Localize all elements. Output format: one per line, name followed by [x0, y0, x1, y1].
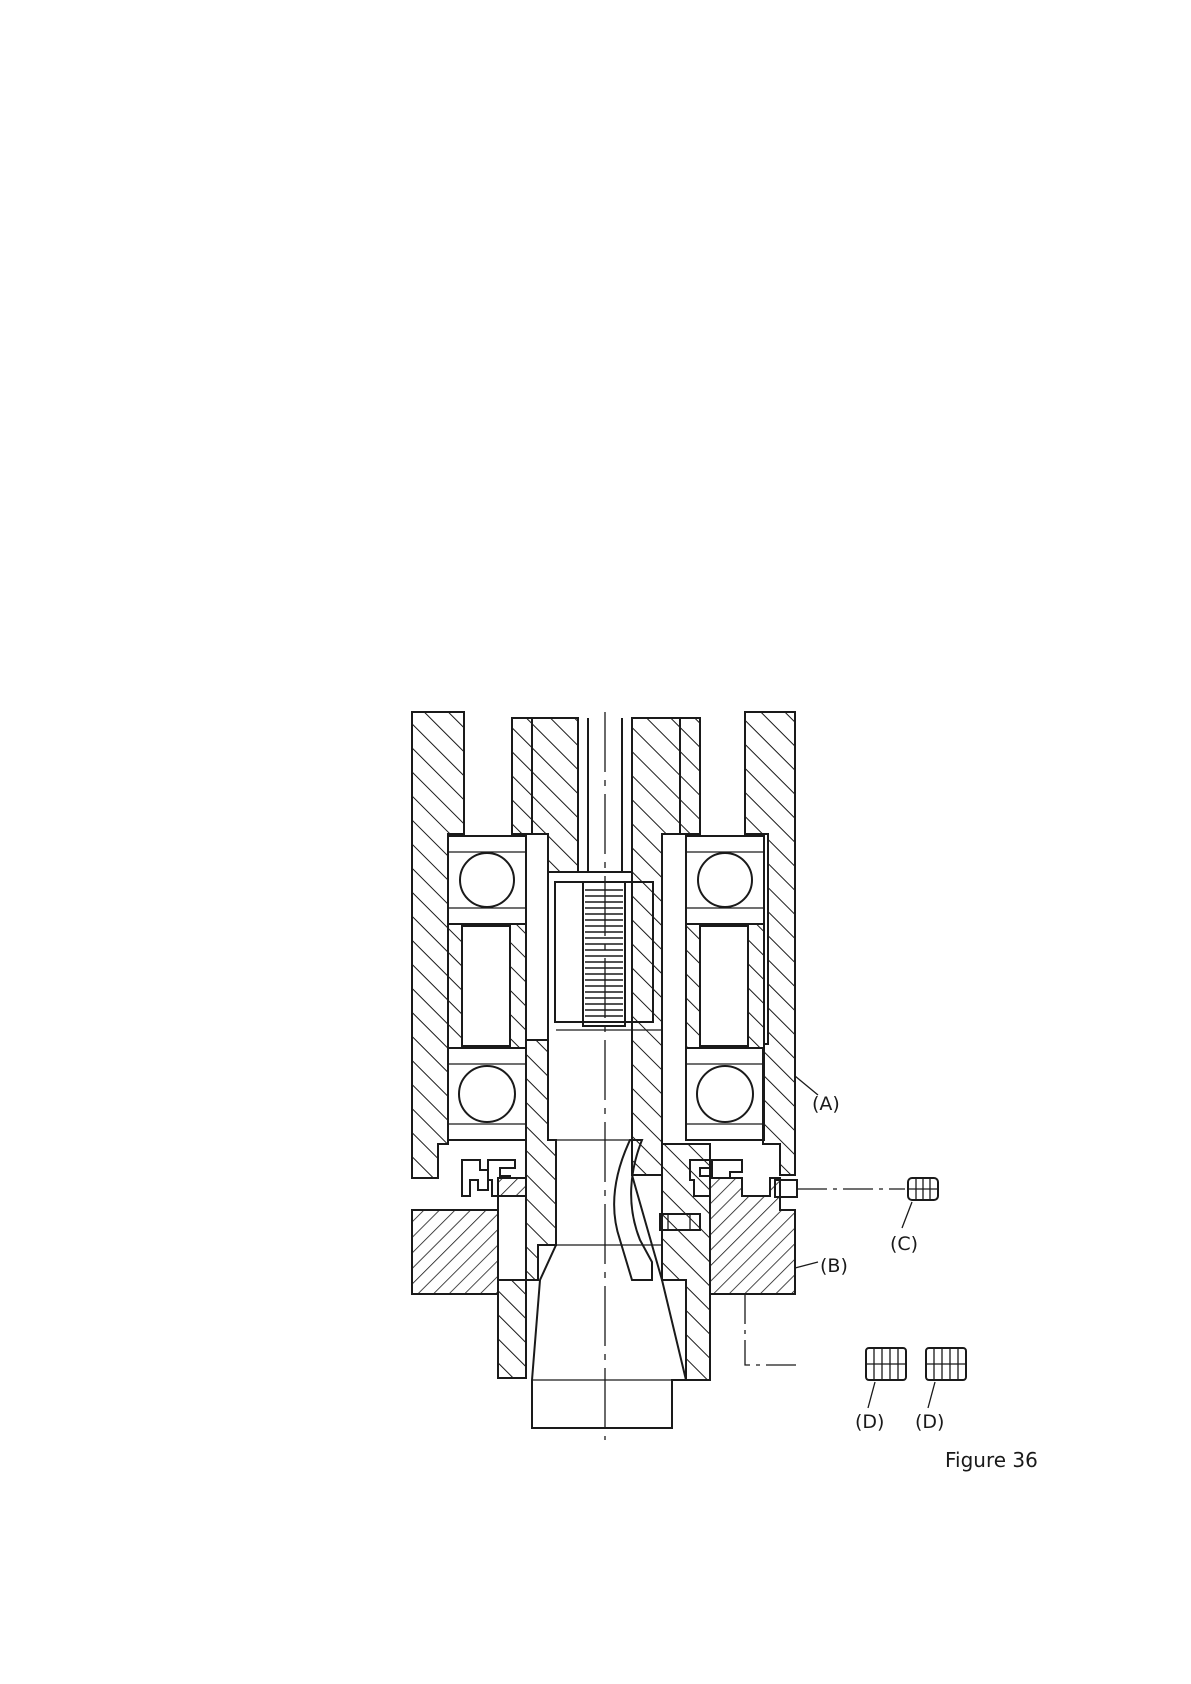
screw-detail-d-1 — [866, 1348, 906, 1380]
label-a: (A) — [812, 1093, 840, 1115]
label-b: (B) — [820, 1255, 848, 1277]
figure-caption: Figure 36 — [945, 1448, 1038, 1472]
label-c: (C) — [890, 1233, 918, 1255]
upper-bearings — [448, 836, 764, 924]
screw-detail-c — [908, 1178, 938, 1200]
label-d-2: (D) — [915, 1411, 944, 1433]
label-d-1: (D) — [855, 1411, 884, 1433]
housing-a — [412, 712, 795, 1178]
spline-teeth — [585, 890, 623, 1016]
screw-detail-d-2 — [926, 1348, 966, 1380]
lower-bearings — [448, 1048, 764, 1140]
